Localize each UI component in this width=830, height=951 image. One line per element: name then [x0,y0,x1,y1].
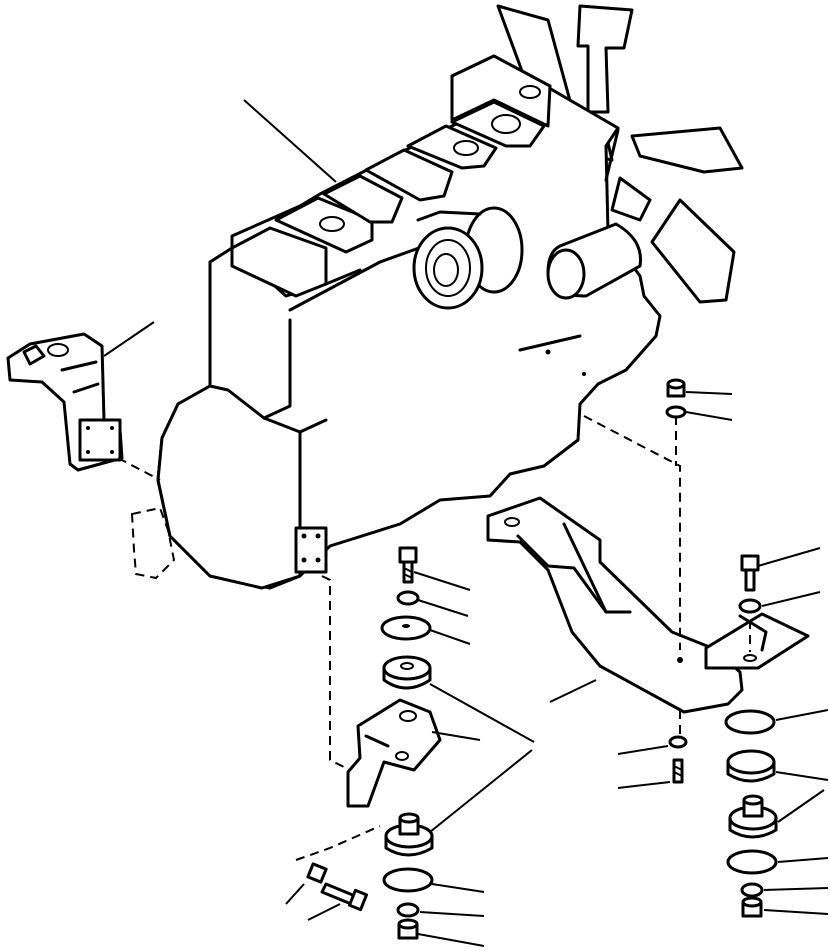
nut [397,918,419,940]
leader-lines [103,99,829,947]
washer [665,405,687,419]
engine-block [156,54,662,590]
mounting-bolt [320,882,369,912]
rear-mount-frame [486,496,810,714]
assembly-lines [117,415,751,861]
gasket-plate-phantom [130,506,176,580]
washer [726,849,778,875]
washer [396,590,420,606]
rubber-cushion [726,749,776,783]
washer [396,902,420,918]
rubber-cushion [728,794,778,839]
washer [382,867,434,893]
mounting-bolt [672,758,684,784]
rubber-cushion [382,655,432,690]
mounting-bolt [740,554,760,592]
washer [724,709,776,735]
washer [740,882,764,898]
washer [380,615,432,641]
front-left-engine-bracket [6,332,124,472]
washer [668,735,688,749]
center-hardware-stack [306,546,434,940]
washer [738,598,762,614]
mounting-bolt [398,546,418,584]
nut [666,378,686,398]
nut [741,896,763,918]
nut [306,862,328,884]
right-hardware-stack [665,378,778,918]
front-mount-bracket [346,698,442,808]
rubber-cushion [384,812,434,857]
